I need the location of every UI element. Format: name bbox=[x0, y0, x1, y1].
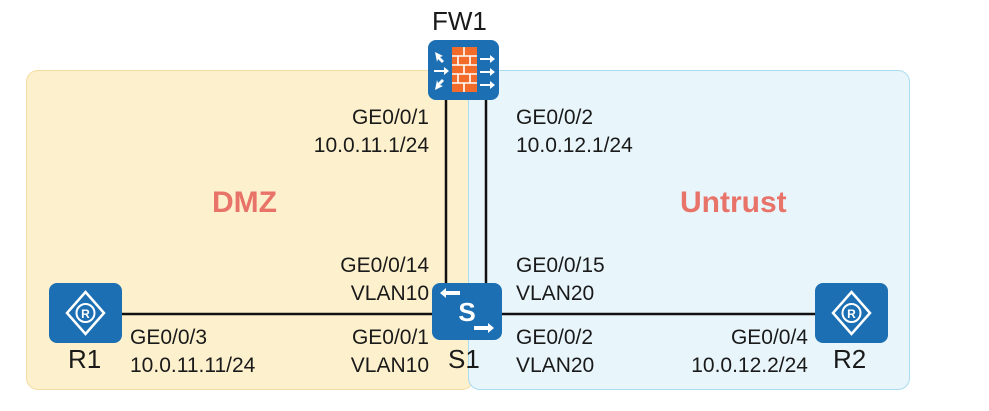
r2-ip-label: 10.0.12.2/24 bbox=[691, 354, 808, 377]
fw1-ge002-port-label: GE0/0/2 bbox=[516, 106, 594, 129]
s1-name: S1 bbox=[448, 344, 480, 374]
switch-icon: S bbox=[432, 283, 502, 340]
svg-text:R: R bbox=[847, 307, 856, 321]
fw1-name: FW1 bbox=[432, 6, 487, 36]
fw1-ge001-port-label: GE0/0/1 bbox=[351, 106, 429, 129]
r2-name: R2 bbox=[833, 344, 867, 374]
firewall-icon bbox=[428, 40, 499, 100]
fw1-ge001-ip-label: 10.0.11.1/24 bbox=[313, 134, 429, 157]
s1-ge0014-vlan-label: VLAN10 bbox=[350, 282, 429, 305]
s1-ge002-port-label: GE0/0/2 bbox=[516, 326, 594, 349]
s1-ge0015-vlan-label: VLAN20 bbox=[516, 282, 595, 305]
s1-ge0015-port-label: GE0/0/15 bbox=[516, 254, 605, 277]
router-icon: R bbox=[49, 283, 122, 343]
r1-name: R1 bbox=[68, 344, 102, 374]
r1-ge003-port-label: GE0/0/3 bbox=[130, 326, 208, 349]
r1-ip-label: 10.0.11.11/24 bbox=[130, 354, 256, 377]
untrust-zone-label: Untrust bbox=[680, 186, 787, 219]
router-icon: R bbox=[815, 283, 888, 343]
dmz-zone-label: DMZ bbox=[212, 186, 277, 219]
s1-ge0014-port-label: GE0/0/14 bbox=[340, 254, 429, 277]
svg-text:R: R bbox=[81, 307, 90, 321]
s1-ge001-vlan-label: VLAN10 bbox=[350, 354, 429, 377]
r2-ge004-port-label: GE0/0/4 bbox=[730, 326, 808, 349]
s1-ge002-vlan-label: VLAN20 bbox=[516, 354, 595, 377]
svg-text:S: S bbox=[458, 297, 475, 327]
fw1-ge002-ip-label: 10.0.12.1/24 bbox=[516, 134, 633, 157]
s1-ge001-port-label: GE0/0/1 bbox=[351, 326, 429, 349]
